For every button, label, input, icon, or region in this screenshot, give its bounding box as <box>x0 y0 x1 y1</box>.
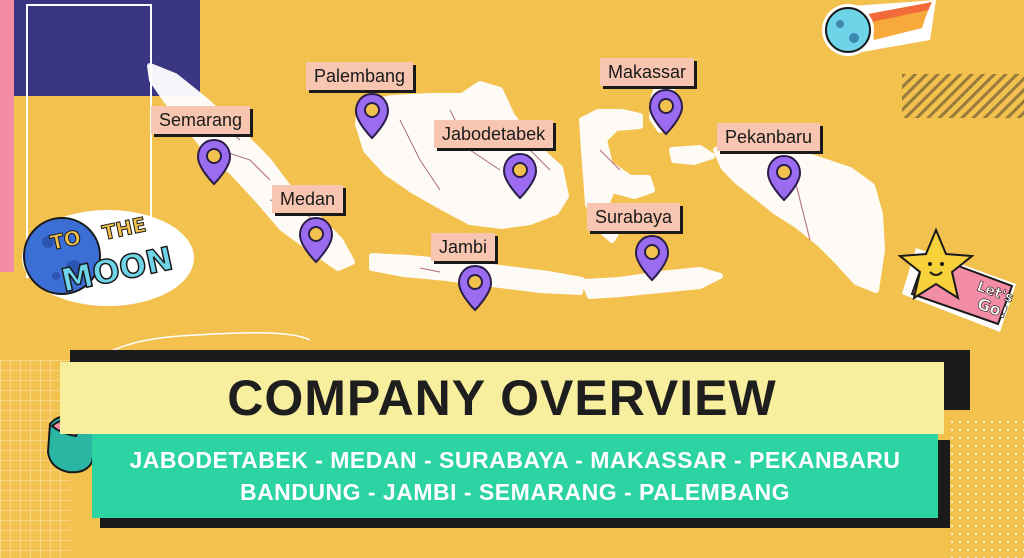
moon-sticker-icon: TO THE MOON <box>22 210 194 306</box>
label-jabodetabek: Jabodetabek <box>434 120 554 148</box>
meteor-icon <box>822 0 936 56</box>
hatch-pattern <box>902 74 1024 118</box>
label-pekanbaru: Pekanbaru <box>717 123 821 151</box>
star-sticker-icon: Let's Go! <box>897 227 1016 332</box>
subtitle-line-1: JABODETABEK - MEDAN - SURABAYA - MAKASSA… <box>129 447 901 473</box>
location-pin-icon <box>766 154 802 202</box>
title-banner: COMPANY OVERVIEW <box>60 362 944 434</box>
dot-pattern-right <box>950 420 1024 558</box>
location-pin-icon <box>196 138 232 186</box>
location-pin-icon <box>457 264 493 312</box>
location-pin-icon <box>634 234 670 282</box>
label-medan: Medan <box>272 185 344 213</box>
page-title: COMPANY OVERVIEW <box>227 370 777 426</box>
label-surabaya: Surabaya <box>587 203 681 231</box>
pink-stripe <box>0 0 14 272</box>
label-jambi: Jambi <box>431 233 496 261</box>
subtitle-line-2: BANDUNG - JAMBI - SEMARANG - PALEMBANG <box>239 479 791 505</box>
label-makassar: Makassar <box>600 58 695 86</box>
location-pin-icon <box>648 88 684 136</box>
label-palembang: Palembang <box>306 62 414 90</box>
subtitle-banner: JABODETABEK - MEDAN - SURABAYA - MAKASSA… <box>92 434 938 518</box>
location-pin-icon <box>298 216 334 264</box>
location-pin-icon <box>502 152 538 200</box>
location-pin-icon <box>354 92 390 140</box>
label-semarang: Semarang <box>151 106 251 134</box>
